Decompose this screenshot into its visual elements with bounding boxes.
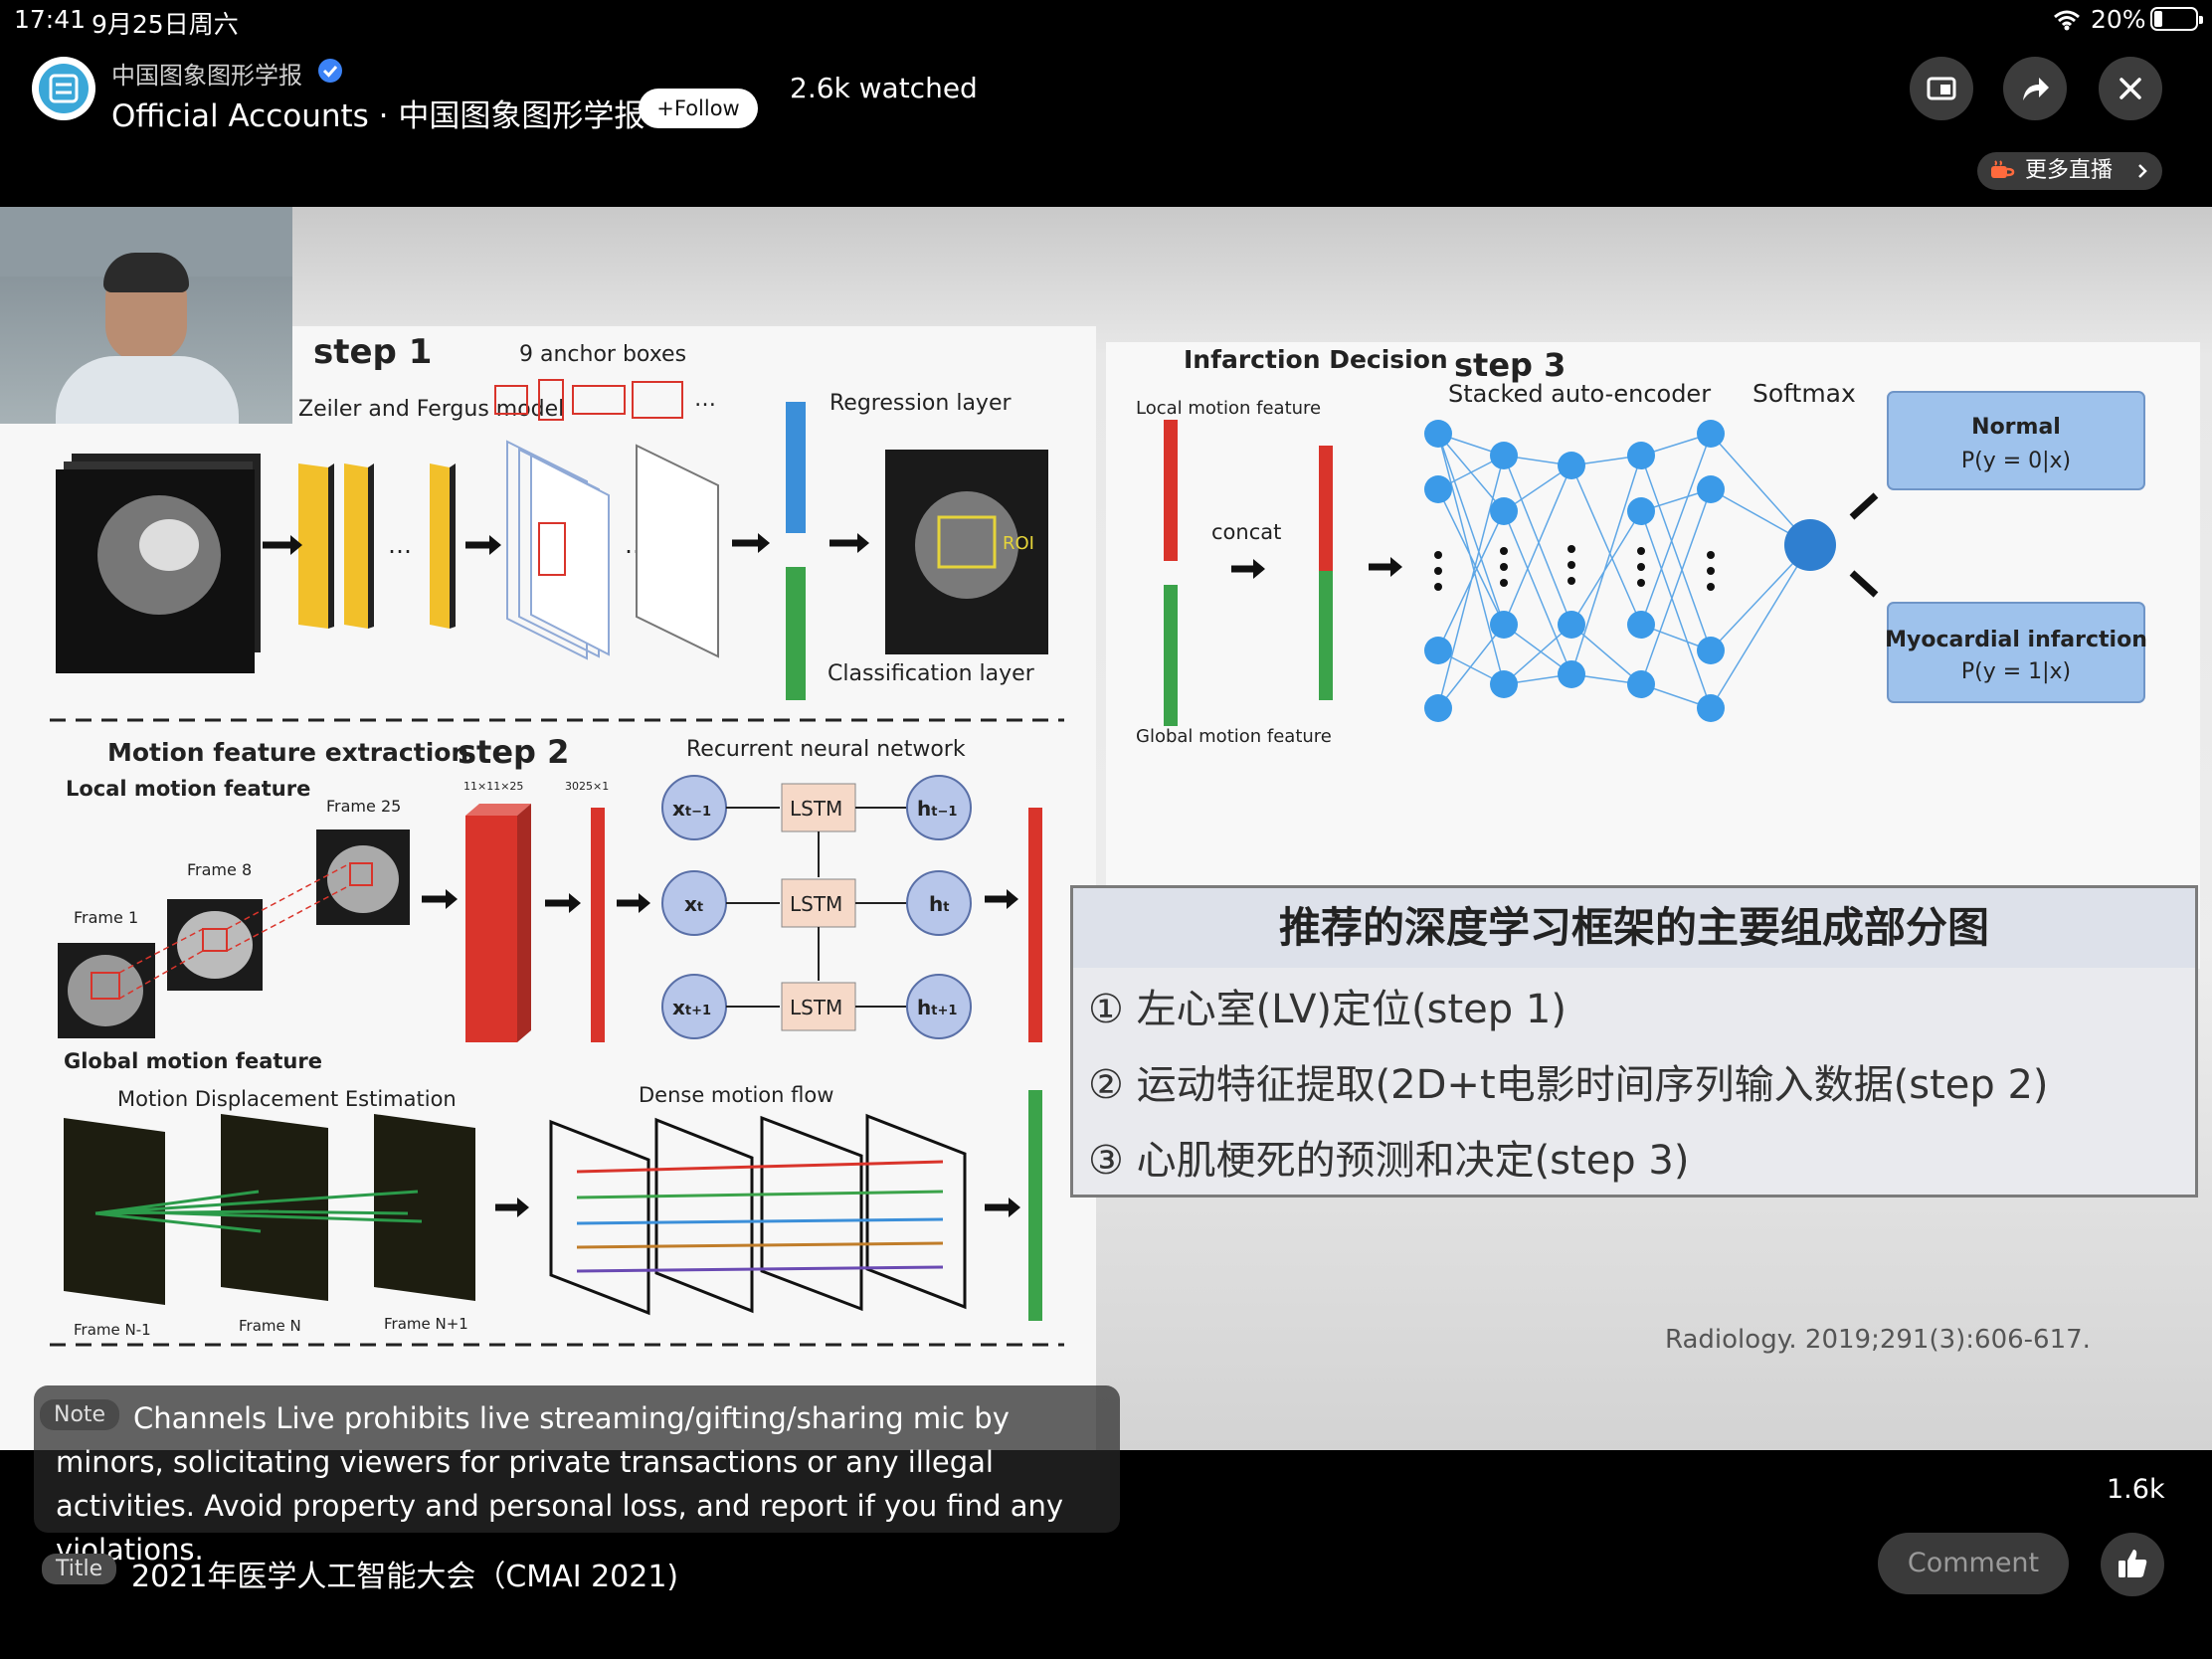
pip-button[interactable] [1910, 57, 1973, 120]
lstm-label-1: LSTM [790, 797, 842, 821]
normal-label: Normal [1971, 415, 2061, 440]
mde-label: Motion Displacement Estimation [117, 1087, 457, 1111]
lstm-label-3: LSTM [790, 996, 842, 1019]
battery-percent: 20% [2091, 5, 2146, 34]
classification-layer-label: Classification layer [828, 661, 1035, 686]
caption-item-2: ② 运动特征提取(2D+t电影时间序列输入数据(step 2) [1088, 1062, 2049, 1108]
mi-probability: P(y = 1|x) [1961, 659, 2071, 684]
local-motion-label: Local motion feature [66, 777, 310, 801]
chevron-right-icon [2138, 164, 2147, 178]
speaker-webcam [0, 207, 292, 424]
step3-label: step 3 [1454, 346, 1566, 384]
like-button[interactable] [2101, 1533, 2164, 1596]
svg-text:…: … [388, 531, 412, 559]
title-tag: Title [42, 1554, 117, 1584]
note-tag: Note [40, 1399, 120, 1430]
svg-text:…: … [694, 387, 716, 412]
account-name[interactable]: 中国图象图形学报 [111, 62, 302, 90]
softmax-label: Softmax [1752, 379, 1856, 408]
global-motion-label: Global motion feature [64, 1049, 322, 1073]
framework-diagram: step 1 Zeiler and Fergus model 9 anchor … [0, 326, 2200, 1450]
verified-icon [318, 59, 342, 83]
sae-label: Stacked auto-encoder [1448, 380, 1711, 408]
pip-icon [1927, 77, 1956, 100]
roi-label: ROI [1003, 533, 1034, 554]
notice-box [34, 1385, 1120, 1533]
frame-n-1-label: Frame N-1 [74, 1321, 151, 1339]
coffee-icon [1991, 160, 2015, 178]
step3-local-label: Local motion feature [1136, 398, 1321, 419]
rnn-label: Recurrent neural network [686, 737, 966, 762]
frame-n-plus-1-label: Frame N+1 [384, 1315, 468, 1333]
status-time: 17:41 [14, 5, 87, 34]
close-button[interactable] [2099, 57, 2162, 120]
more-live-label: 更多直播 [2025, 158, 2114, 183]
step3-global-label: Global motion feature [1136, 726, 1332, 747]
notice-text: Channels Live prohibits live streaming/g… [56, 1401, 1064, 1567]
slide-citation: Radiology. 2019;291(3):606-617. [1665, 1325, 2091, 1355]
step2-label: step 2 [458, 733, 569, 771]
lstm-label-2: LSTM [790, 892, 842, 916]
mi-label: Myocardial infarction [1885, 628, 2147, 652]
zeiler-model-label: Zeiler and Fergus model [298, 397, 564, 422]
frame8-label: Frame 8 [187, 860, 252, 879]
like-count: 1.6k [2107, 1474, 2165, 1505]
official-account-line[interactable]: Official Accounts · 中国图象图形学报 [111, 98, 645, 134]
thumbs-up-icon [2119, 1550, 2147, 1577]
more-live-button[interactable]: 更多直播 [1977, 152, 2162, 190]
step1-label: step 1 [313, 332, 432, 372]
caption-item-3: ③ 心肌梗死的预测和决定(step 3) [1088, 1138, 1690, 1184]
status-date: 9月25日周六 [92, 10, 239, 39]
frame1-label: Frame 1 [74, 908, 138, 927]
wifi-icon [2054, 10, 2080, 31]
anchor-boxes-label: 9 anchor boxes [519, 342, 686, 367]
concat-label: concat [1211, 520, 1281, 544]
battery-icon [2150, 7, 2203, 31]
motion-section-title: Motion feature extraction [107, 738, 468, 767]
infarction-section-title: Infarction Decision [1184, 345, 1448, 374]
follow-button[interactable]: +Follow [639, 89, 758, 128]
account-avatar[interactable] [32, 57, 95, 120]
dim-3025x1: 3025×1 [565, 780, 609, 793]
share-icon [2023, 78, 2049, 100]
status-bar: 17:41 9月25日周六 20% [0, 0, 2212, 40]
caption-item-1: ① 左心室(LV)定位(step 1) [1088, 987, 1567, 1032]
frame-n-label: Frame N [239, 1317, 301, 1335]
normal-probability: P(y = 0|x) [1961, 449, 2071, 473]
dense-flow-label: Dense motion flow [639, 1083, 833, 1107]
frame25-label: Frame 25 [326, 797, 401, 816]
dim-11x11x25: 11×11×25 [463, 780, 523, 793]
regression-layer-label: Regression layer [830, 391, 1012, 416]
svg-text:ht−1: ht−1 [917, 797, 957, 821]
live-title: 2021年医学人工智能大会（CMAI 2021) [131, 1560, 679, 1594]
presentation-slide: step 1 Zeiler and Fergus model 9 anchor … [0, 207, 2212, 1450]
share-button[interactable] [2003, 57, 2067, 120]
comment-button[interactable]: Comment [1878, 1533, 2069, 1594]
close-icon [2120, 78, 2141, 99]
watched-count: 2.6k watched [790, 72, 978, 104]
caption-title: 推荐的深度学习框架的主要组成部分图 [1073, 888, 2195, 968]
